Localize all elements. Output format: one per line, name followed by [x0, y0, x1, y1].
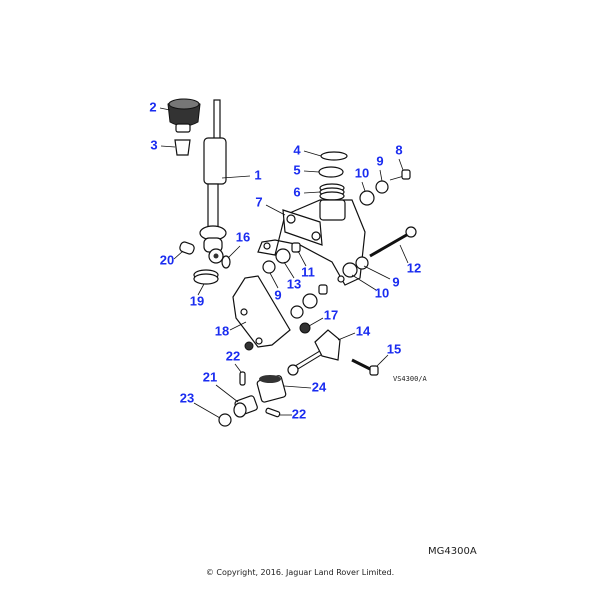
copyright-notice: © Copyright, 2016. Jaguar Land Rover Lim…: [205, 568, 395, 577]
cap: [218, 413, 232, 427]
callout-18: 18: [215, 323, 229, 338]
callout-22: 22: [226, 348, 240, 363]
callout-3: 3: [150, 137, 157, 152]
callout-24: 24: [312, 379, 327, 394]
bush: [318, 166, 344, 178]
callout-11: 11: [301, 264, 315, 279]
long-bolt: [369, 226, 417, 258]
bush-sleeve: [256, 375, 287, 403]
bush: [318, 284, 328, 295]
nut: [244, 341, 254, 351]
callout-2: 2: [149, 99, 156, 114]
callout-15: 15: [387, 341, 401, 356]
washer: [302, 293, 318, 309]
callout-19: 19: [190, 293, 204, 308]
selector-lever: [287, 329, 341, 376]
callout-14: 14: [356, 323, 371, 338]
pin: [179, 241, 195, 255]
callout-20: 20: [160, 252, 174, 267]
bolt: [351, 358, 379, 376]
callout-23: 23: [180, 390, 194, 405]
callout-5: 5: [293, 162, 300, 177]
callout-9: 9: [392, 274, 399, 289]
callout-1: 1: [254, 167, 261, 182]
washer: [359, 190, 375, 206]
callout-4: 4: [293, 142, 301, 157]
washer: [221, 255, 231, 269]
gear-lever: [199, 99, 227, 264]
spring: [319, 183, 345, 201]
washer: [375, 180, 389, 194]
callout-8: 8: [395, 142, 402, 157]
diagram-reference: MG4300A: [428, 546, 477, 557]
bracket: [232, 275, 291, 348]
roll-pin: [239, 371, 246, 386]
housing: [257, 199, 366, 286]
bush: [291, 242, 301, 253]
washer: [342, 262, 358, 278]
callout-9: 9: [274, 287, 281, 302]
gear-knob: [167, 98, 201, 133]
callout-22: 22: [292, 406, 306, 421]
callout-16: 16: [236, 229, 250, 244]
washer: [262, 260, 276, 274]
washer: [275, 248, 291, 264]
washer: [355, 256, 369, 270]
callout-7: 7: [255, 194, 262, 209]
roll-pin: [265, 407, 281, 418]
leader-lines: [159, 107, 409, 419]
bolt: [389, 169, 411, 181]
seal: [193, 269, 219, 285]
callout-12: 12: [407, 260, 421, 275]
callout-17: 17: [324, 307, 338, 322]
callout-21: 21: [203, 369, 217, 384]
callout-13: 13: [287, 276, 301, 291]
washer: [290, 305, 304, 319]
nut: [299, 322, 311, 334]
callout-10: 10: [375, 285, 389, 300]
circlip: [320, 151, 348, 161]
callout-6: 6: [293, 184, 300, 199]
sleeve: [233, 395, 258, 418]
drawing-code: VS4300/A: [393, 375, 428, 383]
knob-insert: [174, 139, 191, 156]
callout-9: 9: [376, 153, 383, 168]
callout-10: 10: [355, 165, 369, 180]
